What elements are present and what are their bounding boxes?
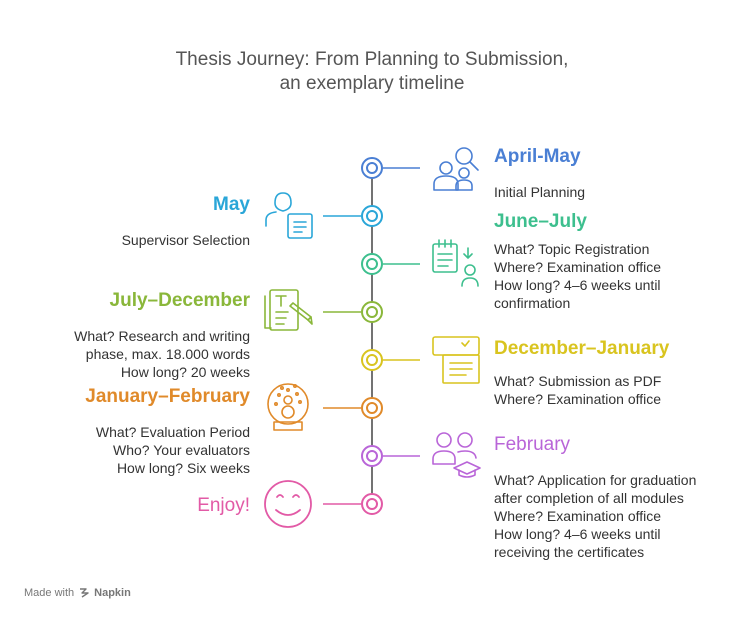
stage-desc-line: How long? 4–6 weeks until — [494, 526, 661, 542]
graduates-icon — [432, 432, 481, 478]
stage-desc-line: What? Evaluation Period — [95, 424, 250, 440]
stage-desc-line: receiving the certificates — [494, 544, 645, 560]
node-planning — [361, 157, 420, 179]
stage-desc-line: What? Topic Registration — [494, 241, 650, 257]
stage-desc-graduation: What? Application for graduation after c… — [494, 471, 696, 561]
stage-heading-evaluation: January–February — [85, 386, 250, 407]
people-search-icon — [433, 147, 479, 191]
stage-desc-line: Initial Planning — [494, 184, 586, 200]
stage-desc-line: Who? Your evaluators — [113, 442, 250, 458]
stage-desc-line: How long? Six weeks — [116, 460, 250, 476]
stage-desc-line: phase, max. 18.000 words — [85, 346, 250, 362]
stage-heading-registration: June–July — [494, 211, 587, 232]
stage-desc-line: What? Application for graduation — [494, 472, 697, 488]
napkin-logo-icon — [80, 588, 89, 598]
person-document-icon — [265, 192, 313, 239]
node-graduation — [361, 445, 420, 467]
stage-heading-planning: April-May — [494, 146, 581, 167]
stage-desc-line: How long? 4–6 weeks until — [494, 277, 661, 293]
node-registration — [361, 253, 420, 275]
node-supervisor — [323, 205, 383, 227]
stage-desc-line: confirmation — [494, 295, 571, 311]
stage-desc-submission: What? Submission as PDF Where? Examinati… — [494, 372, 661, 408]
stage-heading-submission: December–January — [494, 338, 670, 359]
node-research — [323, 301, 383, 323]
stage-desc-line: after completion of all modules — [494, 490, 684, 506]
stage-heading-supervisor: May — [213, 194, 250, 215]
node-enjoy — [323, 493, 383, 515]
stage-desc-planning: Initial Planning — [494, 183, 585, 201]
diagram-title: Thesis Journey: From Planning to Submiss… — [0, 48, 744, 96]
pdf-document-icon — [432, 336, 480, 384]
stage-desc-line: What? Research and writing — [74, 328, 250, 344]
footer-brand: Napkin — [94, 587, 131, 599]
stage-desc-line: Supervisor Selection — [121, 232, 250, 248]
stage-desc-line: What? Submission as PDF — [494, 373, 662, 389]
node-evaluation — [323, 397, 383, 419]
stage-heading-enjoy: Enjoy! — [197, 495, 250, 516]
stage-desc-line: Where? Examination office — [494, 508, 662, 524]
notepad-person-icon — [432, 239, 479, 287]
stage-heading-research: July–December — [109, 290, 250, 311]
footer-made-with: Made with — [24, 587, 75, 599]
stage-heading-graduation: February — [494, 434, 571, 455]
footer-attribution: Made with Napkin — [24, 587, 131, 599]
title-line-1: Thesis Journey: From Planning to Submiss… — [175, 49, 569, 70]
stage-desc-research: What? Research and writing phase, max. 1… — [74, 327, 250, 381]
stage-desc-supervisor: Supervisor Selection — [122, 231, 250, 249]
stage-desc-line: How long? 20 weeks — [120, 364, 250, 380]
smiley-face-icon — [264, 480, 312, 528]
stage-desc-line: Where? Examination office — [494, 259, 662, 275]
stage-desc-line: Where? Examination office — [494, 391, 662, 407]
node-submission — [361, 349, 420, 371]
title-line-2: an exemplary timeline — [279, 73, 465, 94]
writing-document-icon — [264, 289, 313, 331]
snow-globe-icon — [267, 383, 309, 431]
stage-desc-registration: What? Topic Registration Where? Examinat… — [494, 240, 661, 312]
stage-desc-evaluation: What? Evaluation Period Who? Your evalua… — [96, 423, 250, 477]
